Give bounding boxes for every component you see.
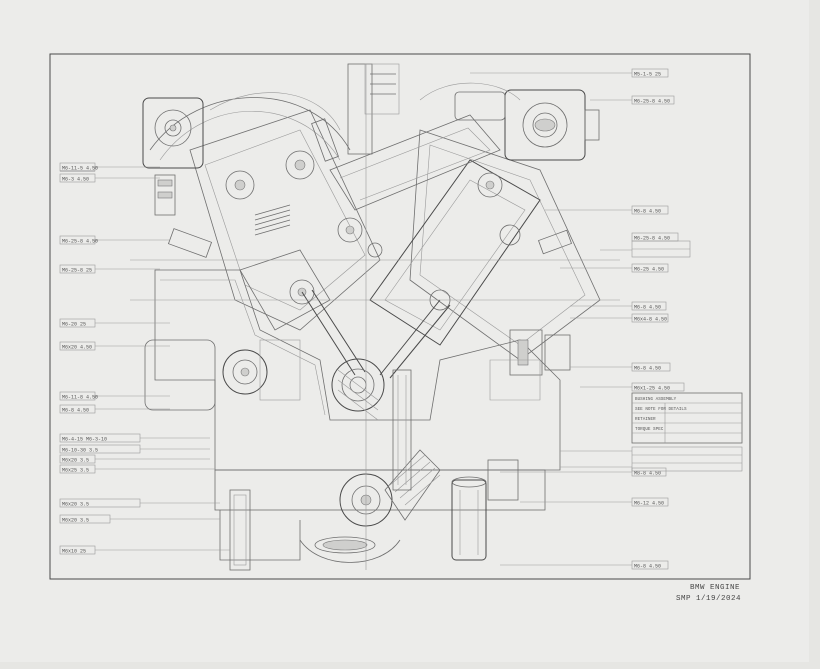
callout-label: M6-3 4.50 bbox=[62, 177, 89, 183]
callout-label: M6x4-8 4.50 bbox=[634, 317, 667, 323]
callout-left: M6-25-8 25 bbox=[59, 264, 160, 274]
callout-left: M6x20 3.5 bbox=[59, 454, 210, 464]
note-line: TORQUE SPEC bbox=[635, 427, 664, 432]
callout-label: M5-1-5 25 bbox=[634, 72, 661, 78]
note-line: RETAINER bbox=[635, 417, 656, 422]
callout-label: M6-20 25 bbox=[62, 322, 86, 328]
callout-label: M6-12 4.50 bbox=[634, 501, 664, 507]
callout-label: M6x20 3.5 bbox=[62, 502, 89, 508]
callout-label: M6-11-8 4.50 bbox=[62, 395, 98, 401]
note-line: BUSHING ASSEMBLY bbox=[635, 397, 677, 402]
callout-label: M6-8 4.50 bbox=[62, 408, 89, 414]
callout-left: M6x20 4.50 bbox=[59, 341, 170, 351]
callout-label: M6-8 4.50 bbox=[634, 209, 661, 215]
callout-label: M6x20 3.5 bbox=[62, 518, 89, 524]
callout-left: M6-8 4.50 bbox=[59, 404, 170, 414]
callout-label: M6-25-8 4.50 bbox=[634, 99, 670, 105]
callout-label: M6x20 3.5 bbox=[62, 458, 89, 464]
callout-right: M6-8 4.50 bbox=[500, 560, 669, 570]
callout-left: M6-3 4.50 bbox=[59, 173, 160, 183]
callout-label: M6-25-8 4.50 bbox=[62, 239, 98, 245]
callout-right: M8-8 4.50 bbox=[500, 467, 667, 477]
callout-left: M6-10-30 3.5 bbox=[59, 444, 210, 454]
callout-right: M6-25-8 4.50 bbox=[600, 232, 691, 258]
callout-label: M6-25-8 4.50 bbox=[634, 236, 670, 242]
right-callouts: M5-1-5 25 M6-25-8 4.50 M6-8 4.50 M6-25-8… bbox=[470, 68, 691, 570]
callout-label: M6-4-15 M6-3-10 bbox=[62, 437, 107, 443]
callout-label: M6-11-5 4.50 bbox=[62, 166, 98, 172]
callout-right: M5-1-5 25 bbox=[470, 68, 669, 78]
left-callouts: M6-11-5 4.50 M6-3 4.50 M6-25-8 4.50 M6-2… bbox=[59, 162, 230, 555]
drawing-title: BMW ENGINE bbox=[690, 584, 740, 592]
callout-right: M6-25 4.50 bbox=[560, 263, 669, 273]
note-heading: M6x1-25 4.50 bbox=[634, 386, 670, 392]
callout-right: M6-12 4.50 bbox=[520, 497, 669, 507]
callout-left: M6x10 25 bbox=[59, 545, 230, 555]
callout-right: M6x4-8 4.50 bbox=[570, 313, 669, 323]
callout-label: M6-10-30 3.5 bbox=[62, 448, 98, 454]
callout-label: M6x20 4.50 bbox=[62, 345, 92, 351]
callout-label: M6-8 4.50 bbox=[634, 564, 661, 570]
callout-left: M6-20 25 bbox=[59, 318, 170, 328]
callout-right: M6-8 4.50 bbox=[570, 301, 667, 311]
note-block: M6x1-25 4.50 BUSHING ASSEMBLY SEE NOTE F… bbox=[560, 382, 743, 472]
title-block: BMW ENGINE SMP 1/19/2024 bbox=[676, 584, 741, 603]
callout-label: M6x10 25 bbox=[62, 549, 86, 555]
callout-left: M6-4-15 M6-3-10 bbox=[59, 433, 210, 443]
engine-linework bbox=[130, 63, 620, 571]
callout-left: M6-11-8 4.50 bbox=[59, 391, 170, 401]
callout-left: M6-25-8 4.50 bbox=[59, 235, 170, 245]
callout-left: M6x20 3.5 bbox=[59, 498, 220, 508]
callout-label: M6-8 4.50 bbox=[634, 305, 661, 311]
drawing-border bbox=[49, 53, 751, 580]
callout-right: M6-8 4.50 bbox=[545, 205, 669, 215]
callout-label: M6-8 4.50 bbox=[634, 366, 661, 372]
callout-label: M6-25 4.50 bbox=[634, 267, 664, 273]
callout-left: M6-11-5 4.50 bbox=[59, 162, 160, 172]
callout-label: M8-8 4.50 bbox=[634, 471, 661, 477]
callout-label: M6x25 3.5 bbox=[62, 468, 89, 474]
callout-right: M6-25-8 4.50 bbox=[590, 95, 675, 105]
callout-right: M6-8 4.50 bbox=[570, 362, 671, 372]
drawing-signature-date: SMP 1/19/2024 bbox=[676, 595, 741, 603]
callout-left: M6x25 3.5 bbox=[59, 464, 215, 474]
callout-label: M6-25-8 25 bbox=[62, 268, 92, 274]
drawing-paper bbox=[0, 0, 809, 662]
callout-left: M6x20 3.5 bbox=[59, 514, 220, 524]
note-line: SEE NOTE FOR DETAILS bbox=[635, 407, 687, 412]
